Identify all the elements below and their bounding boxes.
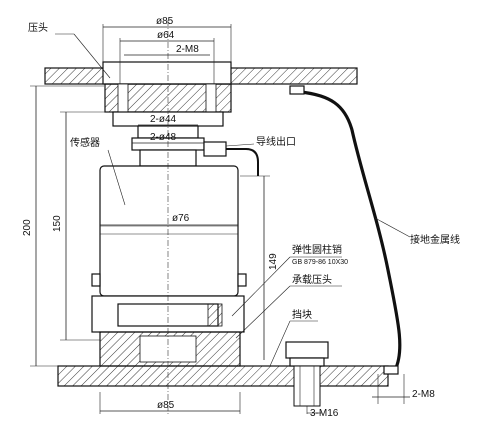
dim-d48: 2-ø48: [150, 132, 177, 143]
stop-block-part: [285, 341, 329, 407]
dim-d44: 2-ø44: [150, 114, 177, 125]
label-elastic-pin: 弹性圆柱销: [292, 243, 342, 256]
leader-lines: [55, 33, 411, 367]
label-ground-wire: 接地金属线: [410, 233, 460, 246]
label-press-head: 压头: [28, 22, 48, 34]
dim-d85-top: ø85: [156, 16, 174, 27]
label-cable-outlet: 导线出口: [256, 135, 296, 148]
dim-h149: 149: [268, 253, 279, 270]
label-sensor: 传感器: [70, 136, 100, 149]
dim-m8-top: 2-M8: [176, 44, 199, 55]
sensor-body: [91, 165, 247, 297]
dim-m8-right: 2-M8: [412, 389, 435, 400]
cable-outlet: [203, 141, 259, 176]
dim-d76: ø76: [172, 213, 190, 224]
dim-d64: ø64: [157, 30, 175, 41]
top-plate: [44, 61, 358, 85]
dim-h200: 200: [22, 219, 33, 236]
base-plate: [57, 365, 389, 387]
dim-m16: 3-M16: [310, 408, 339, 419]
label-bearing-head: 承载压头: [292, 274, 332, 286]
label-stop-block: 挡块: [292, 308, 312, 321]
dim-d85-bottom: ø85: [157, 400, 175, 411]
dim-h150: 150: [52, 215, 63, 232]
label-pin-standard: GB 879-86 10X30: [292, 259, 348, 266]
ground-wire: [289, 85, 402, 375]
dimension-lines: [30, 24, 410, 414]
